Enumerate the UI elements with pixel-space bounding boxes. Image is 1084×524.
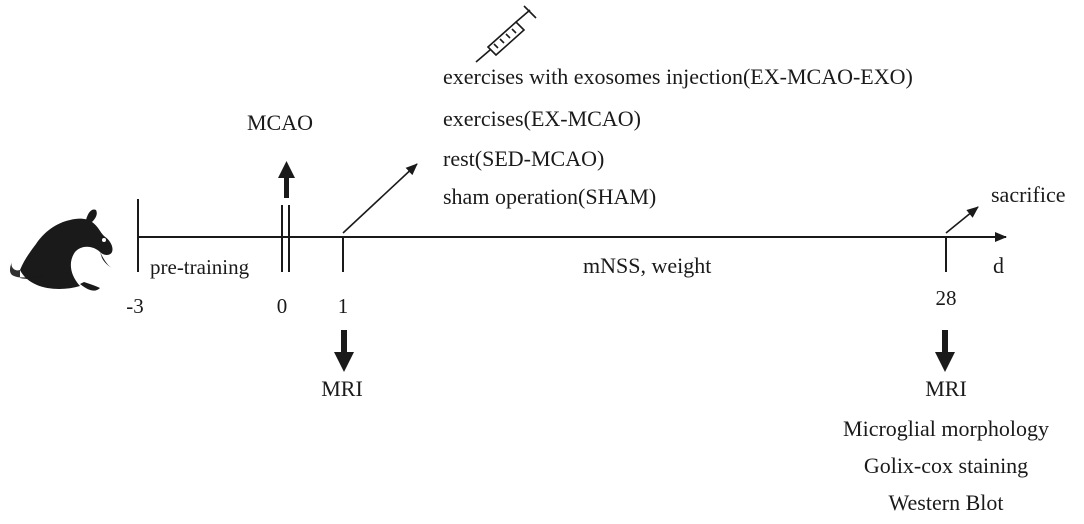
tick-label-1: 1 [337, 294, 349, 318]
groups-diagonal-arrow [342, 163, 418, 234]
sacrifice-diagonal-arrow [945, 206, 979, 234]
mnss-weight-label: mNSS, weight [583, 253, 712, 278]
group-ex-mcao: exercises(EX-MCAO) [443, 106, 641, 131]
rat-icon [10, 209, 113, 291]
day28-mri-label: MRI [925, 376, 967, 401]
mcao-label: MCAO [247, 110, 314, 135]
western-blot-label: Western Blot [888, 490, 1004, 515]
mcao-up-arrow [278, 161, 295, 198]
golix-cox-staining-label: Golix-cox staining [863, 453, 1029, 478]
group-ex-mcao-exo: exercises with exosomes injection(EX-MCA… [443, 64, 913, 89]
sacrifice-label: sacrifice [991, 182, 1066, 207]
mri-day1-label: MRI [321, 376, 363, 401]
group-sed-mcao: rest(SED-MCAO) [443, 146, 605, 171]
tick-label-minus3: -3 [126, 294, 144, 318]
axis-unit-label: d [993, 253, 1004, 278]
microglial-morphology-label: Microglial morphology [843, 416, 1049, 441]
tick-label-0: 0 [276, 294, 288, 318]
group-sham: sham operation(SHAM) [443, 184, 657, 209]
tick-label-28: 28 [935, 286, 957, 310]
mri-day28-down-arrow [935, 330, 955, 372]
mri-day1-down-arrow [334, 330, 354, 372]
pretraining-label: pre-training [150, 255, 250, 279]
syringe-icon [475, 5, 537, 63]
